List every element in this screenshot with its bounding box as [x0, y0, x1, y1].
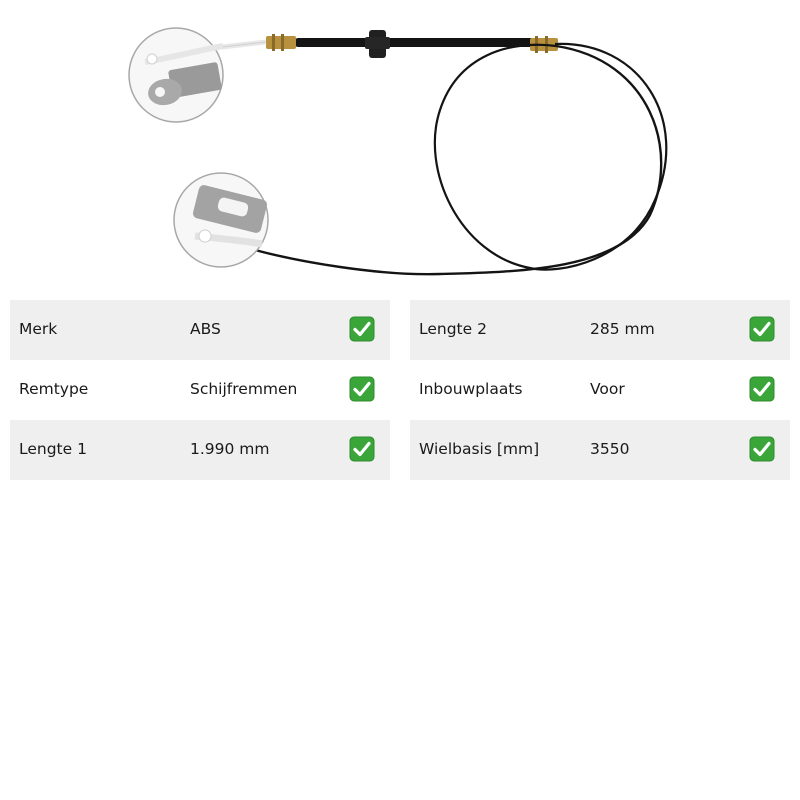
spec-value: 3550 — [590, 440, 630, 458]
spec-row-brand: Merk ABS — [10, 300, 390, 360]
spec-value: 285 mm — [590, 320, 655, 338]
spec-row-wheelbase: Wielbasis [mm] 3550 — [410, 420, 790, 480]
spec-label: Remtype — [19, 380, 89, 398]
spec-label: Inbouwplaats — [419, 380, 523, 398]
check-icon — [749, 316, 775, 342]
specs-column-right: Lengte 2 285 mm Inbouwplaats Voor Wielba… — [410, 300, 790, 480]
cable-loop — [433, 42, 668, 271]
product-image-brake-cable — [128, 27, 668, 276]
spec-row-length-1: Lengte 1 1.990 mm — [10, 420, 390, 480]
specs-table: Merk ABS Remtype Schijfremmen Lengte 1 1… — [10, 300, 790, 480]
check-icon — [349, 376, 375, 402]
spec-row-brake-type: Remtype Schijfremmen — [10, 360, 390, 420]
spec-label: Lengte 2 — [419, 320, 487, 338]
spec-value: 1.990 mm — [190, 440, 270, 458]
spec-value: Schijfremmen — [190, 380, 298, 398]
check-icon — [349, 316, 375, 342]
spec-label: Merk — [19, 320, 58, 338]
specs-column-left: Merk ABS Remtype Schijfremmen Lengte 1 1… — [10, 300, 390, 480]
check-icon — [749, 436, 775, 462]
detail-circle-clevis — [173, 172, 269, 268]
check-icon — [349, 436, 375, 462]
spec-row-mounting-position: Inbouwplaats Voor — [410, 360, 790, 420]
spec-row-length-2: Lengte 2 285 mm — [410, 300, 790, 360]
spec-value: ABS — [190, 320, 221, 338]
spec-label: Wielbasis [mm] — [419, 440, 540, 458]
detail-circle-eyelet — [128, 27, 224, 123]
spec-value: Voor — [590, 380, 625, 398]
spec-label: Lengte 1 — [19, 440, 87, 458]
check-icon — [749, 376, 775, 402]
cable-sheath — [295, 38, 535, 47]
